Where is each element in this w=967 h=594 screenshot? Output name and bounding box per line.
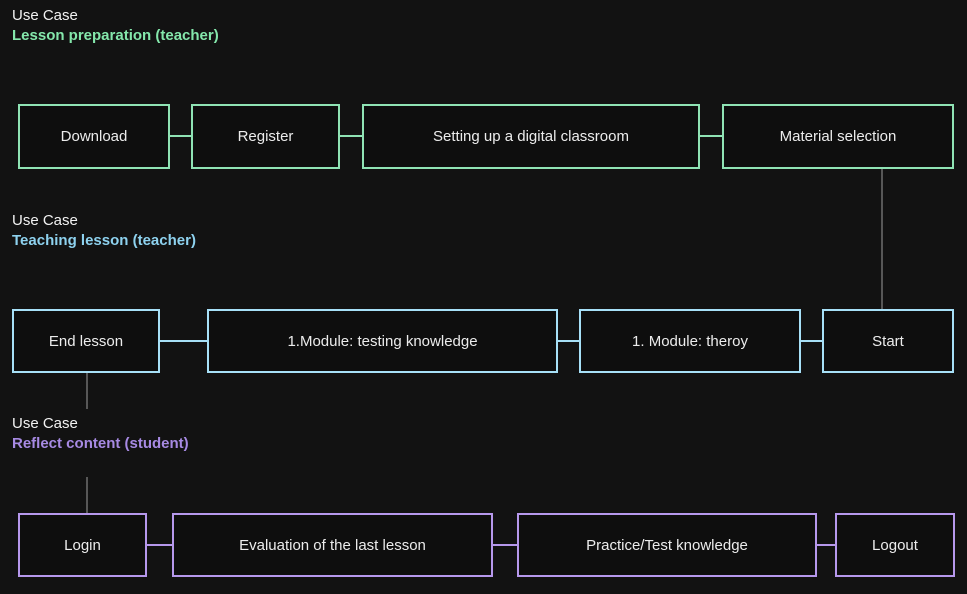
- node-label: Evaluation of the last lesson: [239, 536, 426, 554]
- node-label: Download: [60, 128, 128, 145]
- section-title: Reflect content (student): [12, 435, 189, 452]
- node-evaluation-last-lesson[interactable]: Evaluation of the last lesson: [172, 513, 493, 577]
- connector-endlesson-to-login-lower: [86, 477, 88, 513]
- connector-practice-logout: [817, 544, 835, 546]
- section-label-teaching-lesson: Use Case Teaching lesson (teacher): [12, 211, 196, 251]
- node-login[interactable]: Login: [18, 513, 147, 577]
- section-title: Lesson preparation (teacher): [12, 27, 219, 44]
- node-label: Start: [872, 332, 904, 350]
- node-label: End lesson: [48, 332, 124, 350]
- section-label-reflect-content: Use Case Reflect content (student): [12, 414, 189, 454]
- node-label: Login: [64, 536, 101, 554]
- node-label: Setting up a digital classroom: [433, 128, 629, 145]
- connector-material-to-start: [881, 169, 883, 309]
- connector-endlesson-moduletesting: [160, 340, 207, 342]
- node-label: Register: [237, 128, 294, 145]
- node-label: Logout: [872, 536, 918, 554]
- node-module-testing-knowledge[interactable]: 1.Module: testing knowledge: [207, 309, 558, 373]
- node-label: Practice/Test knowledge: [586, 536, 748, 554]
- connector-endlesson-to-login-upper: [86, 373, 88, 409]
- use-case-kicker: Use Case: [12, 415, 78, 432]
- node-module-theory[interactable]: 1. Module: theroy: [579, 309, 801, 373]
- node-practice-test-knowledge[interactable]: Practice/Test knowledge: [517, 513, 817, 577]
- node-logout[interactable]: Logout: [835, 513, 955, 577]
- use-case-kicker: Use Case: [12, 7, 78, 24]
- connector-register-classroom: [340, 135, 362, 137]
- node-register[interactable]: Register: [191, 104, 340, 169]
- node-download[interactable]: Download: [18, 104, 170, 169]
- section-label-lesson-preparation: Use Case Lesson preparation (teacher): [12, 6, 219, 46]
- use-case-kicker: Use Case: [12, 212, 78, 229]
- node-setting-up-digital-classroom[interactable]: Setting up a digital classroom: [362, 104, 700, 169]
- connector-moduletesting-moduletheory: [558, 340, 579, 342]
- node-end-lesson[interactable]: End lesson: [12, 309, 160, 373]
- section-title: Teaching lesson (teacher): [12, 232, 196, 249]
- node-label: 1. Module: theroy: [632, 332, 748, 350]
- node-label: Material selection: [779, 128, 897, 145]
- connector-classroom-material: [700, 135, 722, 137]
- connector-login-evaluation: [147, 544, 172, 546]
- connector-evaluation-practice: [493, 544, 517, 546]
- node-label: 1.Module: testing knowledge: [287, 332, 478, 350]
- connector-download-register: [170, 135, 191, 137]
- node-material-selection[interactable]: Material selection: [722, 104, 954, 169]
- node-start[interactable]: Start: [822, 309, 954, 373]
- connector-moduletheory-start: [801, 340, 822, 342]
